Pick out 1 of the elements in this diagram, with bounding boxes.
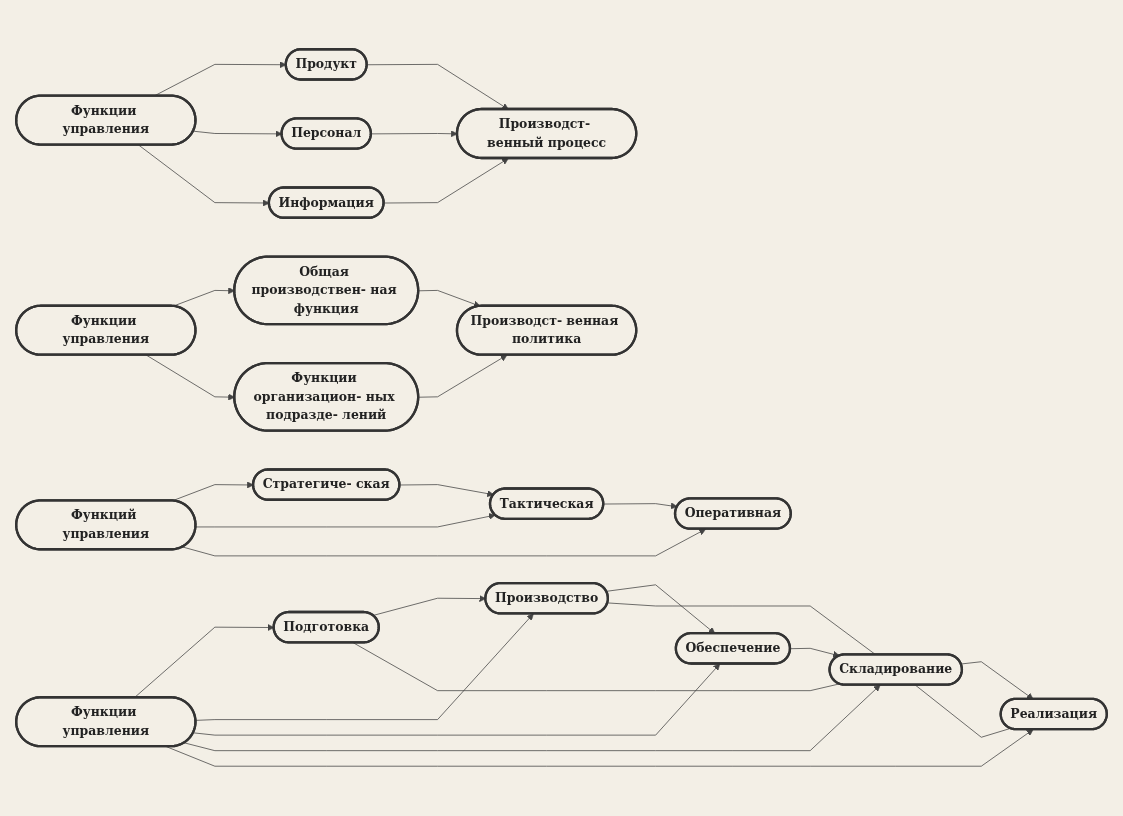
connector [914, 684, 1011, 738]
